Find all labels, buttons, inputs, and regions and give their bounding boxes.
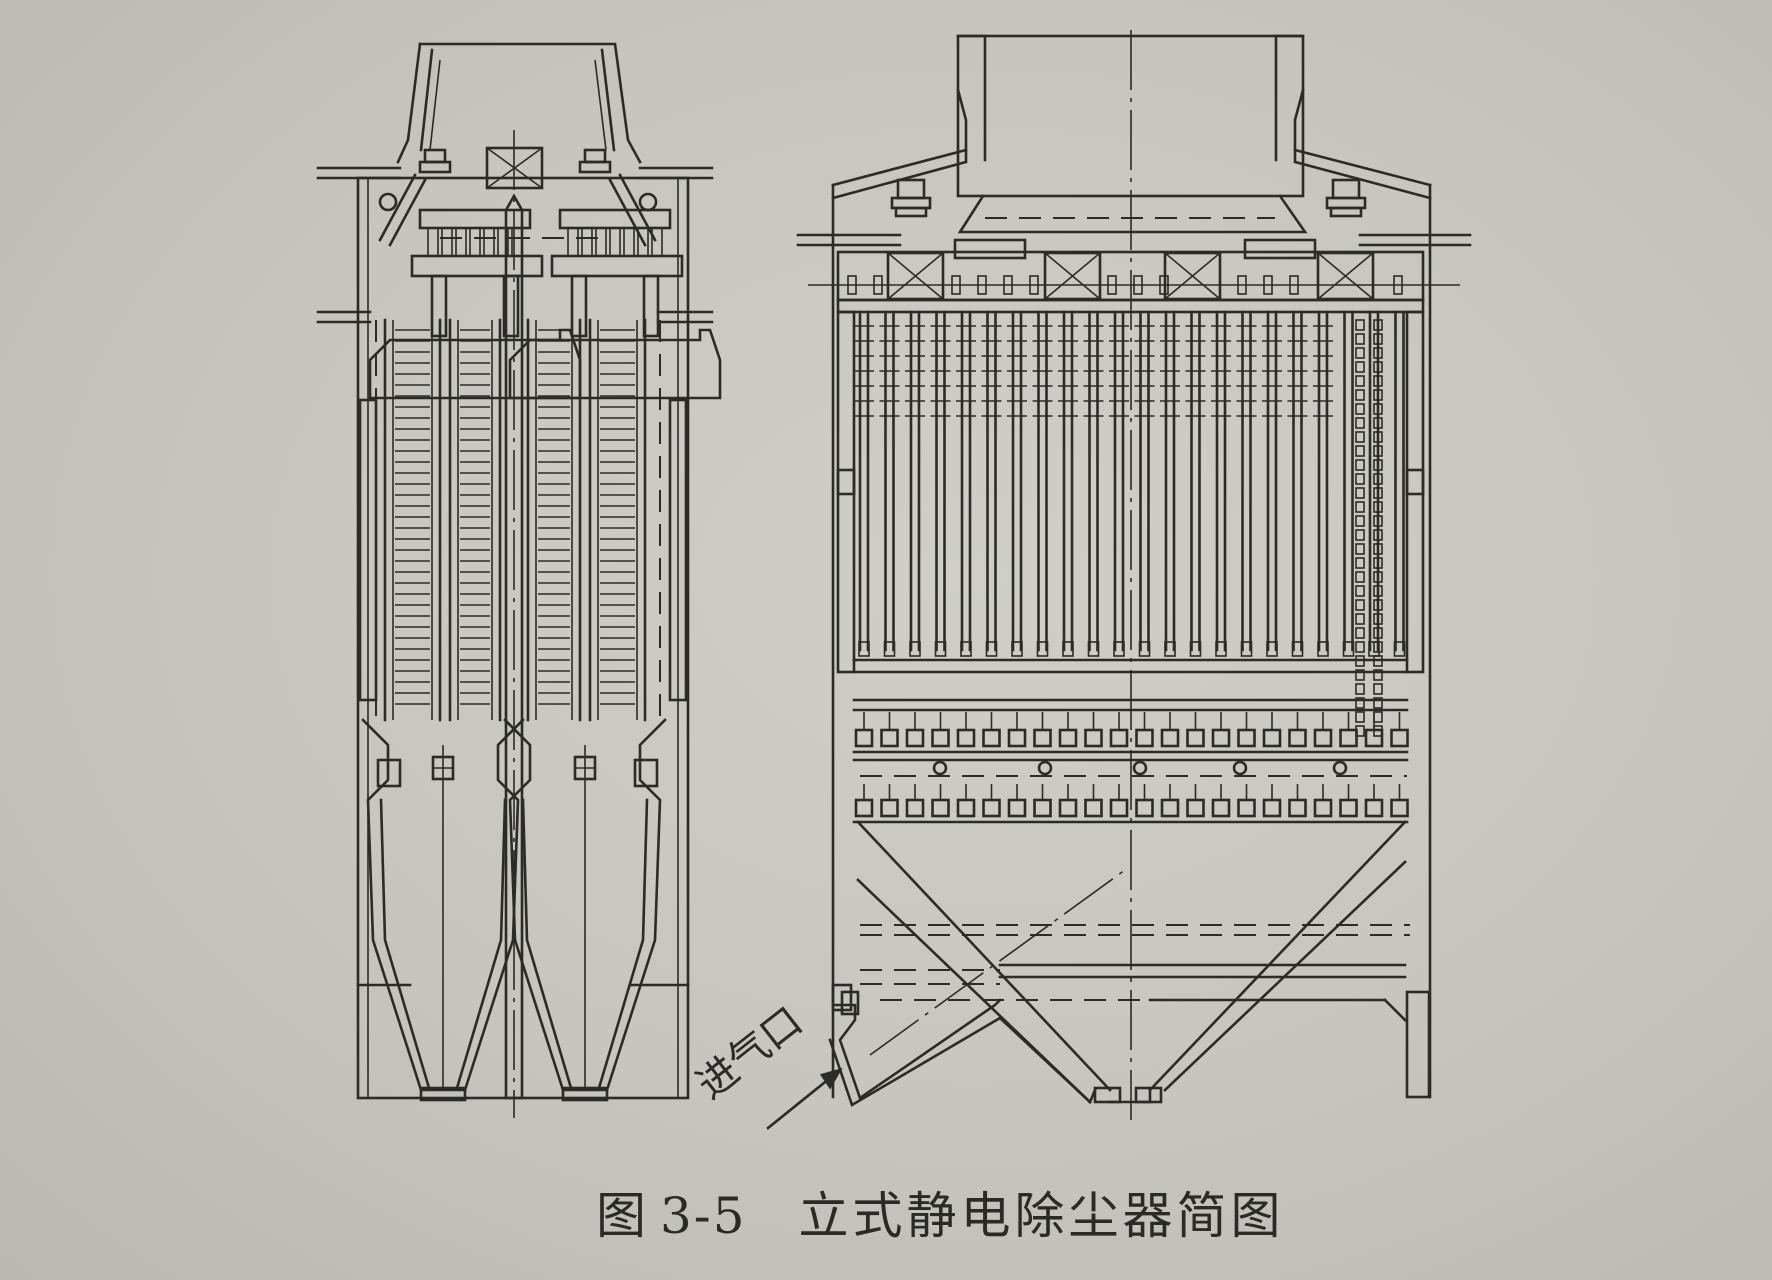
caption-prefix: 图 [596,1187,650,1245]
caption-number: 3-5 [660,1187,747,1245]
side-section-view [316,42,722,1118]
front-section-view [766,30,1472,1130]
caption-title: 立式静电除尘器简图 [798,1187,1285,1245]
